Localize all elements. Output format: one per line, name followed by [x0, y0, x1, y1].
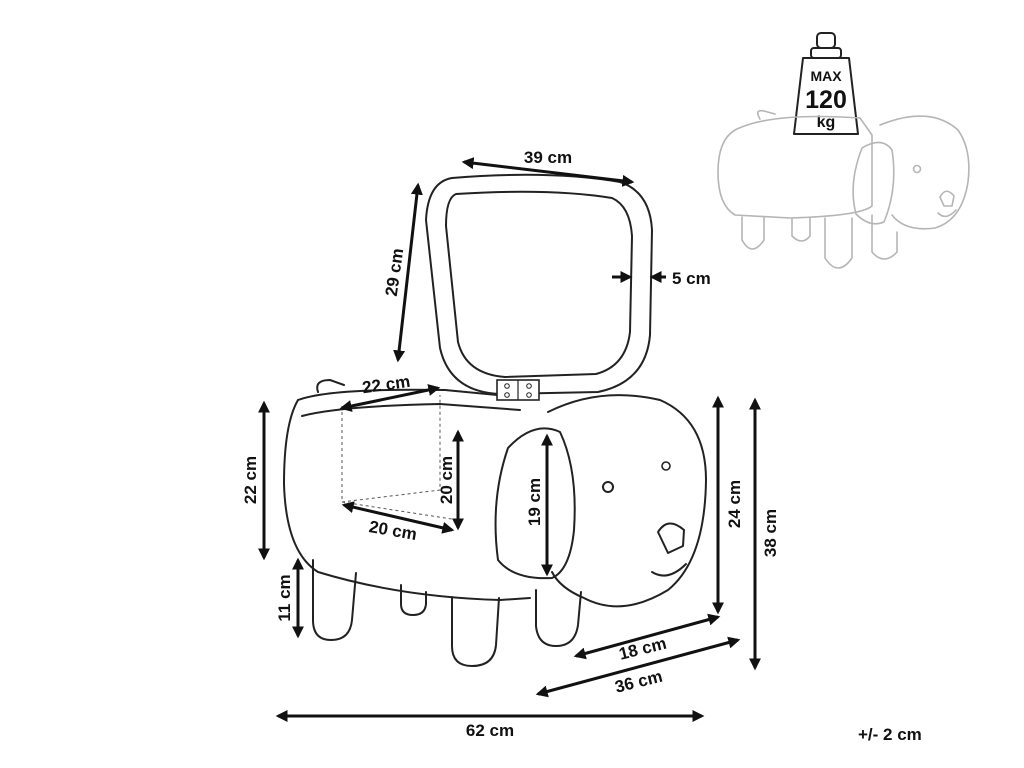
label-total-width: 62 cm	[466, 721, 514, 740]
weight-icon: MAX 120 kg	[793, 32, 859, 135]
tolerance-note: +/- 2 cm	[858, 725, 922, 744]
label-leg-height: 11 cm	[275, 574, 294, 621]
label-base-depth: 18 cm	[617, 634, 668, 664]
label-lid-height: 29 cm	[382, 247, 408, 297]
label-inner-height: 20 cm	[437, 456, 456, 504]
label-total-height: 38 cm	[761, 509, 780, 557]
weight-badge-line3: kg	[817, 114, 836, 131]
label-head-total-height: 24 cm	[725, 480, 744, 528]
label-lid-thickness: 5 cm	[672, 269, 711, 288]
dimension-arrows	[258, 157, 761, 722]
label-inner-depth: 22 cm	[361, 372, 411, 398]
hinge-icon	[496, 379, 540, 401]
label-body-height: 22 cm	[241, 456, 260, 504]
label-head-height: 19 cm	[525, 478, 544, 526]
thumbnail-dog-stool: MAX 120 kg	[717, 32, 970, 269]
weight-badge-line1: MAX	[810, 68, 842, 84]
weight-badge-line2: 120	[805, 86, 847, 114]
main-dog-stool-drawing	[283, 173, 707, 667]
label-lid-width: 39 cm	[524, 148, 572, 167]
